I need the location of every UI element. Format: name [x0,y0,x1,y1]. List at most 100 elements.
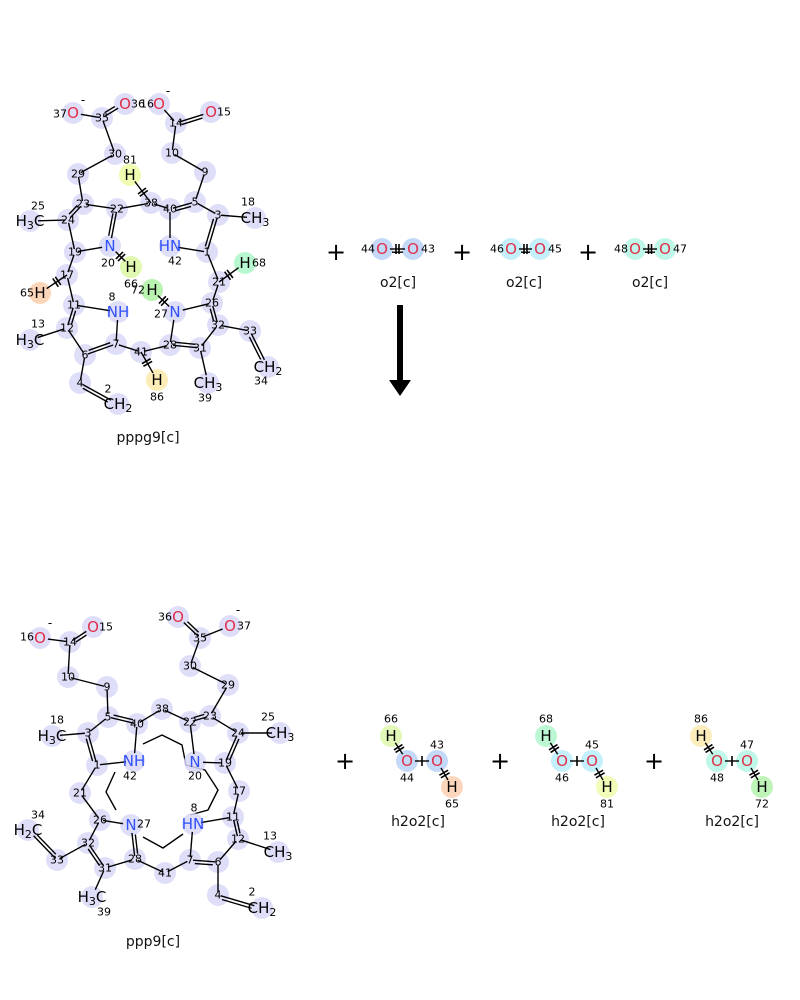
atom-number-45: 45 [548,243,562,256]
reaction-arrow [389,305,411,396]
atom-symbol-81: H [601,778,612,796]
atom-highlight-47 [654,238,676,260]
molecule-name: pppg9[c] [116,430,179,446]
charge-sign: - [81,93,85,107]
atom-number-14: 14 [169,117,183,130]
plus-sign: + [644,747,664,775]
atom-number-10: 10 [165,147,179,160]
atom-symbol-44: O [376,240,388,258]
atom-symbol-86: H [151,371,162,389]
atom-number-44: 44 [361,243,375,256]
atom-number-34: 34 [31,809,45,822]
atom-symbol-48: O [629,240,641,258]
atom-highlight-14 [59,631,81,653]
atom-number-6: 6 [215,856,222,869]
bond-31-39 [94,870,105,890]
atom-number-29: 29 [221,679,235,692]
atom-highlight-40 [159,198,181,220]
bond-1-42 [177,246,205,253]
plus-sign: + [578,238,598,266]
atom-number-12: 12 [231,833,245,846]
atom-highlight-34 [257,356,279,378]
atom-number-18: 18 [50,714,64,727]
atom-highlight-17 [228,780,250,802]
atom-highlight-27 [120,814,142,836]
atom-highlight-10 [57,666,79,688]
molecule-name: h2o2[c] [391,814,445,830]
atom-symbol-8: NH [107,303,130,321]
bond-19-24 [225,735,240,761]
bond-41-86 [140,351,154,374]
atom-highlight-7 [179,849,201,871]
bond-8-7 [189,831,194,858]
atom-highlight-29 [67,163,89,185]
atom-highlight-20 [99,235,121,257]
atom-number-30: 30 [183,660,197,673]
atom-number-23: 23 [76,198,90,211]
bond-23-22 [85,203,115,210]
atom-symbol-86: H [695,727,706,745]
atom-highlight-26 [89,809,111,831]
atom-highlight-72 [141,279,163,301]
bonds [390,244,405,254]
atom-highlight-35 [91,107,113,129]
atom-number-72: 72 [131,284,145,297]
atom-highlight-11 [63,294,85,316]
bond-14-15 [72,630,87,643]
bond-32-31 [87,845,104,867]
bond-4-2 [82,383,112,403]
atom-number-25: 25 [261,711,275,724]
bond-17-11 [232,793,240,815]
plus-sign: + [326,238,346,266]
atom-highlight-30 [104,143,126,165]
atom-symbol-36: O [119,95,131,113]
atom-number-23: 23 [203,710,217,723]
atom-highlight-18 [244,207,266,229]
atom-symbol-18: CH3 [241,209,270,229]
atom-number-38: 38 [144,197,158,210]
bond-26-32 [209,305,218,323]
atom-highlight-24 [227,722,249,744]
atom-highlight-86 [146,369,168,391]
atom-number-43: 43 [421,243,435,256]
atom-number-31: 31 [98,862,112,875]
atom-symbol-39: H3C [78,888,107,908]
atom-number-46: 46 [490,243,504,256]
bond-12-11 [67,307,77,326]
bond-21-68 [218,267,239,283]
bonds [33,621,272,909]
atom-highlight-44 [396,750,418,772]
charge-sign: - [166,84,170,98]
bond-27-26 [182,303,210,311]
bond-24-25 [37,219,66,222]
atom-highlight-18 [41,725,63,747]
atom-highlight-37 [219,615,241,637]
atom-number-45: 45 [585,739,599,752]
atom-symbol-37: O [67,104,79,122]
bond-22-20 [189,724,195,755]
atom-highlight-65 [29,282,51,304]
atom-symbol-68: H [239,254,250,272]
bond-44-43 [390,244,405,254]
bonds [393,742,450,781]
atom-number-5: 5 [105,711,112,724]
bond-14-15 [178,113,204,126]
bond-30-35 [190,640,200,664]
atom-symbol-18: H3C [38,727,67,747]
atom-number-48: 48 [614,243,628,256]
bond-17-11 [66,277,75,303]
bond-5-3 [89,718,107,732]
atom-symbol-16: O [153,95,165,113]
atom-highlight-21 [69,782,91,804]
atom-highlight-2 [251,897,273,919]
bond-35-30 [102,120,115,152]
bond-23-22 [192,713,208,722]
atom-number-9: 9 [202,166,209,179]
bond-33-34 [33,834,57,859]
